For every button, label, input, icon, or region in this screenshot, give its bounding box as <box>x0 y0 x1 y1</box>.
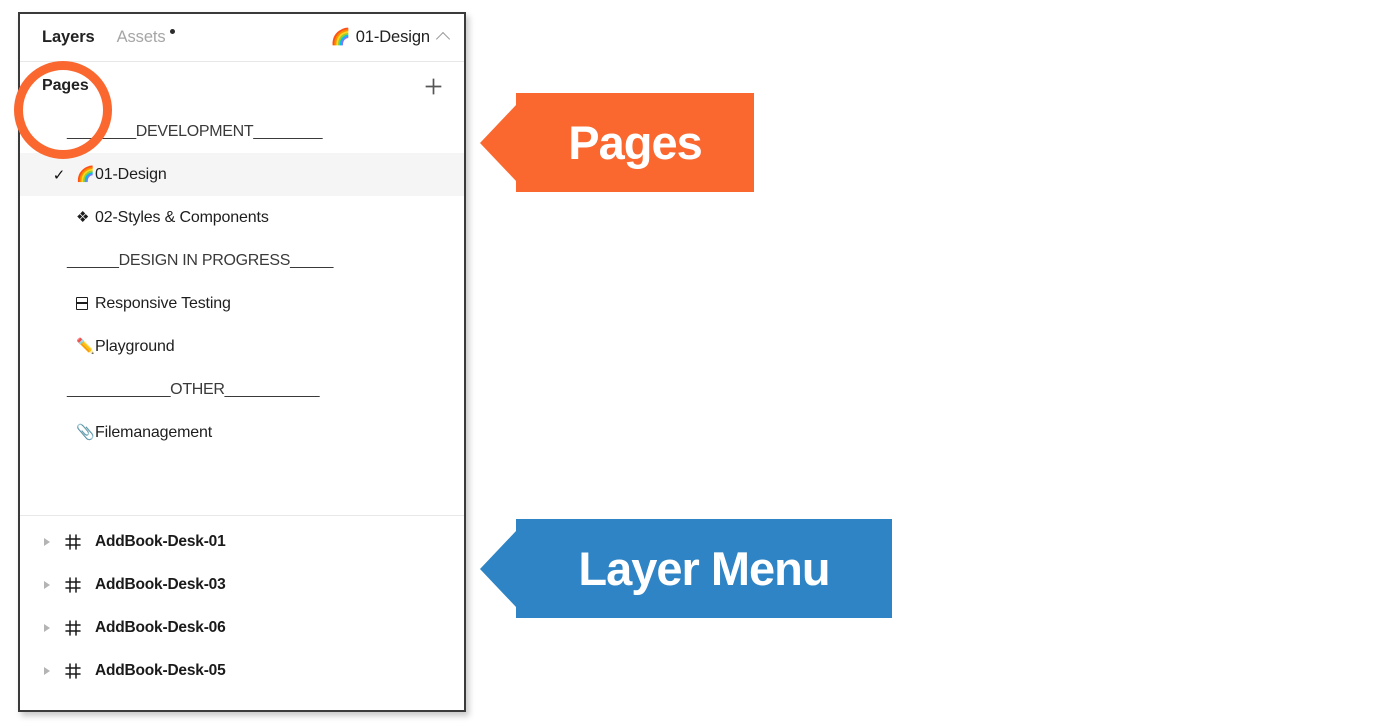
page-item-label: Playground <box>95 337 175 355</box>
page-divider-development: ________DEVELOPMENT________ <box>20 110 464 153</box>
page-item-label: Filemanagement <box>95 423 213 441</box>
callout-pages: Pages <box>480 93 754 192</box>
panel-tabs: Layers Assets <box>42 14 175 61</box>
frame-icon <box>64 662 82 680</box>
callout-pointer-icon <box>480 530 516 607</box>
layer-label: AddBook-Desk-05 <box>95 661 226 679</box>
add-page-button[interactable] <box>418 62 448 110</box>
paperclip-icon: 📎 <box>76 424 95 441</box>
pages-layers-separator <box>20 515 464 516</box>
caret-right-icon[interactable] <box>44 580 50 589</box>
panel-header: Layers Assets 🌈 01-Design <box>20 14 464 62</box>
figma-left-panel: Layers Assets 🌈 01-Design Pages ________… <box>18 12 466 712</box>
page-item-filemanagement[interactable]: 📎 Filemanagement <box>20 411 464 454</box>
layer-label: AddBook-Desk-03 <box>95 575 226 593</box>
callout-pointer-icon <box>480 104 516 181</box>
callout-layer-menu-label: Layer Menu <box>578 542 830 595</box>
layer-row[interactable]: AddBook-Desk-01 <box>20 520 464 563</box>
pages-section-title: Pages <box>42 77 89 94</box>
page-item-02-styles-components[interactable]: ❖ 02-Styles & Components <box>20 196 464 239</box>
caret-right-icon[interactable] <box>44 537 50 546</box>
rainbow-icon: 🌈 <box>76 166 95 183</box>
tab-layers[interactable]: Layers <box>42 28 95 47</box>
layer-list: AddBook-Desk-01 AddBook-Desk-03 AddBook-… <box>20 516 464 692</box>
rainbow-icon: 🌈 <box>330 28 351 46</box>
chevron-up-icon[interactable] <box>435 31 451 46</box>
layer-row[interactable]: AddBook-Desk-05 <box>20 649 464 692</box>
check-icon: ✓ <box>52 166 66 184</box>
page-item-01-design[interactable]: ✓ 🌈 01-Design <box>20 153 464 196</box>
caret-right-icon[interactable] <box>44 623 50 632</box>
tab-assets[interactable]: Assets <box>116 28 175 47</box>
callout-pages-label: Pages <box>568 116 702 169</box>
frame-icon <box>64 619 82 637</box>
split-rectangle-icon <box>75 297 96 310</box>
frame-icon <box>64 576 82 594</box>
callout-layer-menu: Layer Menu <box>480 519 892 618</box>
plus-icon <box>425 78 441 94</box>
page-item-playground[interactable]: ✏️ Playground <box>20 325 464 368</box>
page-divider-other: ____________OTHER___________ <box>20 368 464 411</box>
diamond-icon: ❖ <box>76 209 90 226</box>
page-item-responsive-testing[interactable]: Responsive Testing <box>20 282 464 325</box>
pages-list: ________DEVELOPMENT________ ✓ 🌈 01-Desig… <box>20 110 464 454</box>
layer-row[interactable]: AddBook-Desk-03 <box>20 563 464 606</box>
caret-right-icon[interactable] <box>44 666 50 675</box>
page-item-label: 02-Styles & Components <box>95 208 269 226</box>
page-item-label: Responsive Testing <box>95 294 231 312</box>
current-page-label: 01-Design <box>355 28 430 46</box>
layer-label: AddBook-Desk-06 <box>95 618 226 636</box>
pages-section-bar: Pages <box>20 62 464 110</box>
page-divider-design-in-progress: ______DESIGN IN PROGRESS_____ <box>20 239 464 282</box>
layer-label: AddBook-Desk-01 <box>95 532 226 550</box>
assets-badge-dot-icon <box>169 29 175 34</box>
page-divider-label: ______DESIGN IN PROGRESS_____ <box>67 251 334 269</box>
page-item-label: 01-Design <box>95 165 167 183</box>
frame-icon <box>64 533 82 551</box>
page-divider-label: ________DEVELOPMENT________ <box>67 122 323 140</box>
tab-assets-label: Assets <box>116 28 166 46</box>
pencil-icon: ✏️ <box>76 338 95 355</box>
layer-row[interactable]: AddBook-Desk-06 <box>20 606 464 649</box>
tab-layers-label: Layers <box>42 28 95 46</box>
current-page-indicator[interactable]: 🌈 01-Design <box>330 14 451 61</box>
page-divider-label: ____________OTHER___________ <box>67 380 320 398</box>
